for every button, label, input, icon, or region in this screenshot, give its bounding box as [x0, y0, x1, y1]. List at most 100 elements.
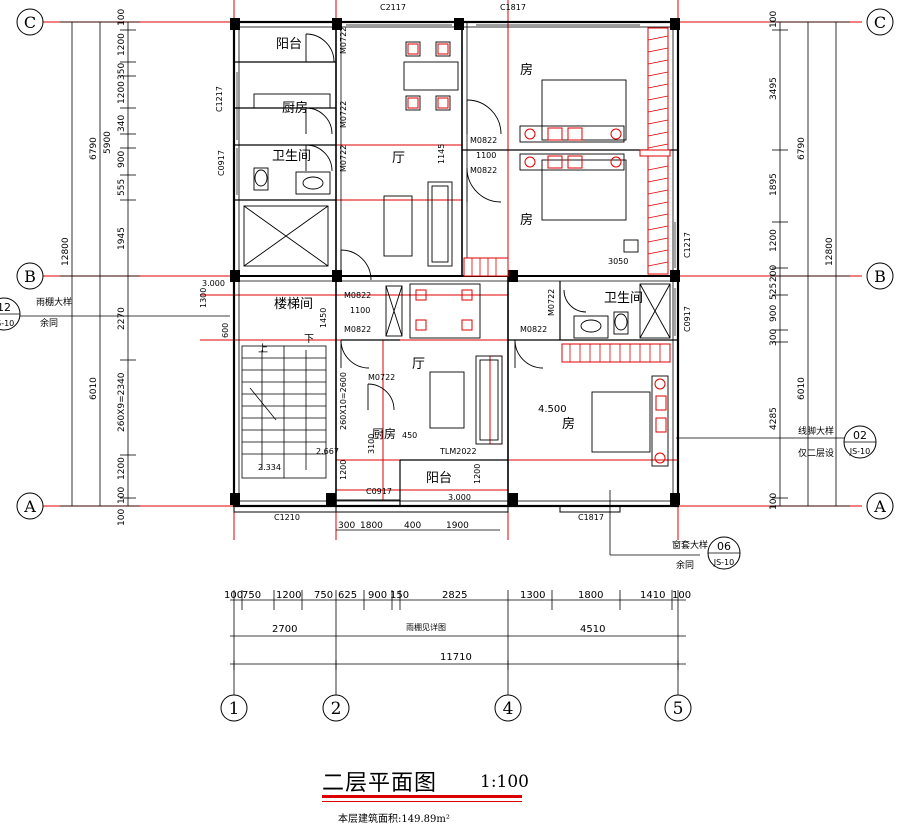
- level-2334: 2.334: [258, 463, 281, 472]
- code-c1217-right: C1217: [683, 232, 692, 258]
- axis-label-c-left: C: [24, 13, 36, 32]
- code-m0822-e: M0822: [520, 325, 547, 334]
- callout-right-note: 仅二层设: [798, 447, 834, 459]
- code-stair-calc-mid: 260X10=2600: [339, 372, 348, 430]
- doors: [305, 33, 587, 411]
- dim-1200-b: 1200: [473, 464, 482, 484]
- room-label-hall-top: 厅: [392, 151, 405, 166]
- axis-label-b-left: B: [24, 267, 36, 286]
- bottom-seg-7: 2825: [442, 590, 467, 601]
- code-c1210: C1210: [274, 513, 300, 522]
- stair-down: 下: [304, 334, 314, 345]
- railing-hatch: [471, 35, 669, 362]
- callout-left-note: 余同: [40, 317, 58, 329]
- bottom-seg-1: 750: [242, 590, 261, 601]
- level-3000-stair: 3.000: [202, 279, 225, 288]
- page-title: 二层平面图: [322, 771, 438, 796]
- stair-up: 上: [258, 343, 268, 355]
- right-seg-2: 1895: [769, 173, 779, 196]
- code-c1217-left: C1217: [215, 86, 224, 112]
- axis-label-a-right: A: [873, 497, 886, 516]
- axis-label-c-right: C: [874, 13, 886, 32]
- code-m0822-b: M0822: [470, 166, 497, 175]
- furniture: [243, 41, 671, 467]
- right-seg-6: 900: [769, 305, 779, 322]
- code-m0722-c: M0722: [339, 145, 348, 172]
- room-label-room-b: 房: [520, 212, 533, 228]
- left-dim-top: 6790: [89, 137, 99, 160]
- right-dim-bottom: 6010: [797, 377, 807, 400]
- code-c1817-top: C1817: [500, 3, 526, 12]
- right-seg-9: 100: [769, 493, 779, 510]
- bottom-sub-0: 300: [338, 521, 355, 531]
- right-dim-top: 6790: [797, 137, 807, 160]
- bottom-seg-0: 100: [224, 590, 243, 601]
- callout-bottom-sheet: JS-10: [713, 558, 735, 567]
- red-furniture: [407, 43, 667, 464]
- callout-left-label: 雨棚大样: [36, 296, 72, 308]
- left-seg-3: 1200: [117, 81, 127, 104]
- dim-3050: 3050: [608, 257, 628, 266]
- axis-leaders: [233, 660, 679, 695]
- room-label-bath-top: 卫生间: [272, 149, 311, 164]
- left-seg-4: 340: [117, 115, 127, 132]
- left-seg-9: 260X9=2340: [117, 372, 127, 432]
- axis-label-5: 5: [673, 699, 684, 719]
- bottom-seg-5: 900: [368, 590, 387, 601]
- left-seg-5: 900: [117, 151, 127, 168]
- columns: [230, 18, 680, 505]
- code-c0917-right: C0917: [683, 306, 692, 332]
- red-railings: [463, 27, 671, 445]
- left-seg-11: 100: [117, 487, 127, 504]
- dimension-lines: [0, 21, 850, 670]
- room-label-bath-right: 卫生间: [604, 291, 643, 306]
- bottom-sub-1: 1800: [360, 521, 383, 531]
- floor-area-note: 本层建筑面积:149.89m²: [338, 814, 450, 825]
- right-seg-1: 3495: [769, 77, 779, 100]
- code-c0917-left: C0917: [217, 150, 226, 176]
- staircase: [241, 345, 327, 479]
- axis-label-b-right: B: [874, 267, 886, 286]
- right-dim-total: 12800: [825, 237, 835, 266]
- left-seg-10: 1200: [117, 457, 127, 480]
- dim-1200-a: 1200: [339, 460, 348, 480]
- bottom-row2-0: 2700: [272, 624, 297, 635]
- bottom-seg-8: 1300: [520, 590, 545, 601]
- callout-right-number: 02: [853, 429, 867, 442]
- right-seg-5: 525: [769, 283, 779, 300]
- axis-bubbles: [16, 8, 894, 722]
- callout-left-number: 12: [0, 301, 11, 314]
- bottom-seg-9: 1800: [578, 590, 603, 601]
- left-seg-6: 555: [117, 179, 127, 196]
- code-m0822-a: M0822: [470, 136, 497, 145]
- level-4500: 4.500: [538, 404, 567, 415]
- code-width-1100-b: 1100: [350, 306, 370, 315]
- windows: [233, 21, 679, 507]
- room-label-hall-mid: 厅: [412, 357, 425, 372]
- room-label-stair: 楼梯间: [274, 297, 313, 312]
- bottom-row2-1: 4510: [580, 624, 605, 635]
- left-seg-7: 1945: [117, 227, 127, 250]
- dim-1145: 1145: [437, 144, 446, 164]
- code-m0722-d: M0722: [547, 289, 556, 316]
- level-2667: 2.667: [316, 447, 339, 456]
- bottom-seg-4: 625: [338, 590, 357, 601]
- bottom-seg-6: 150: [390, 590, 409, 601]
- code-m0722-a: M0722: [339, 27, 348, 54]
- dim-1450: 1450: [319, 308, 328, 328]
- axis-grid: [40, 0, 862, 540]
- title-underline-thin: [322, 801, 522, 802]
- callout-right-sheet: JS-10: [849, 447, 871, 456]
- dim-600: 600: [221, 323, 230, 338]
- axis-label-2: 2: [331, 699, 342, 719]
- room-label-kitchen-mid: 厨房: [372, 426, 396, 441]
- code-tlm2022: TLM2022: [439, 447, 477, 456]
- axis-label-4: 4: [503, 699, 514, 719]
- bottom-seg-10: 1410: [640, 590, 665, 601]
- left-seg-extra: 100: [117, 509, 127, 526]
- code-m0722-b: M0722: [339, 101, 348, 128]
- left-seg-0: 100: [117, 9, 127, 26]
- room-label-balcony-top: 阳台: [276, 37, 302, 52]
- left-dim-total: 12800: [61, 237, 71, 266]
